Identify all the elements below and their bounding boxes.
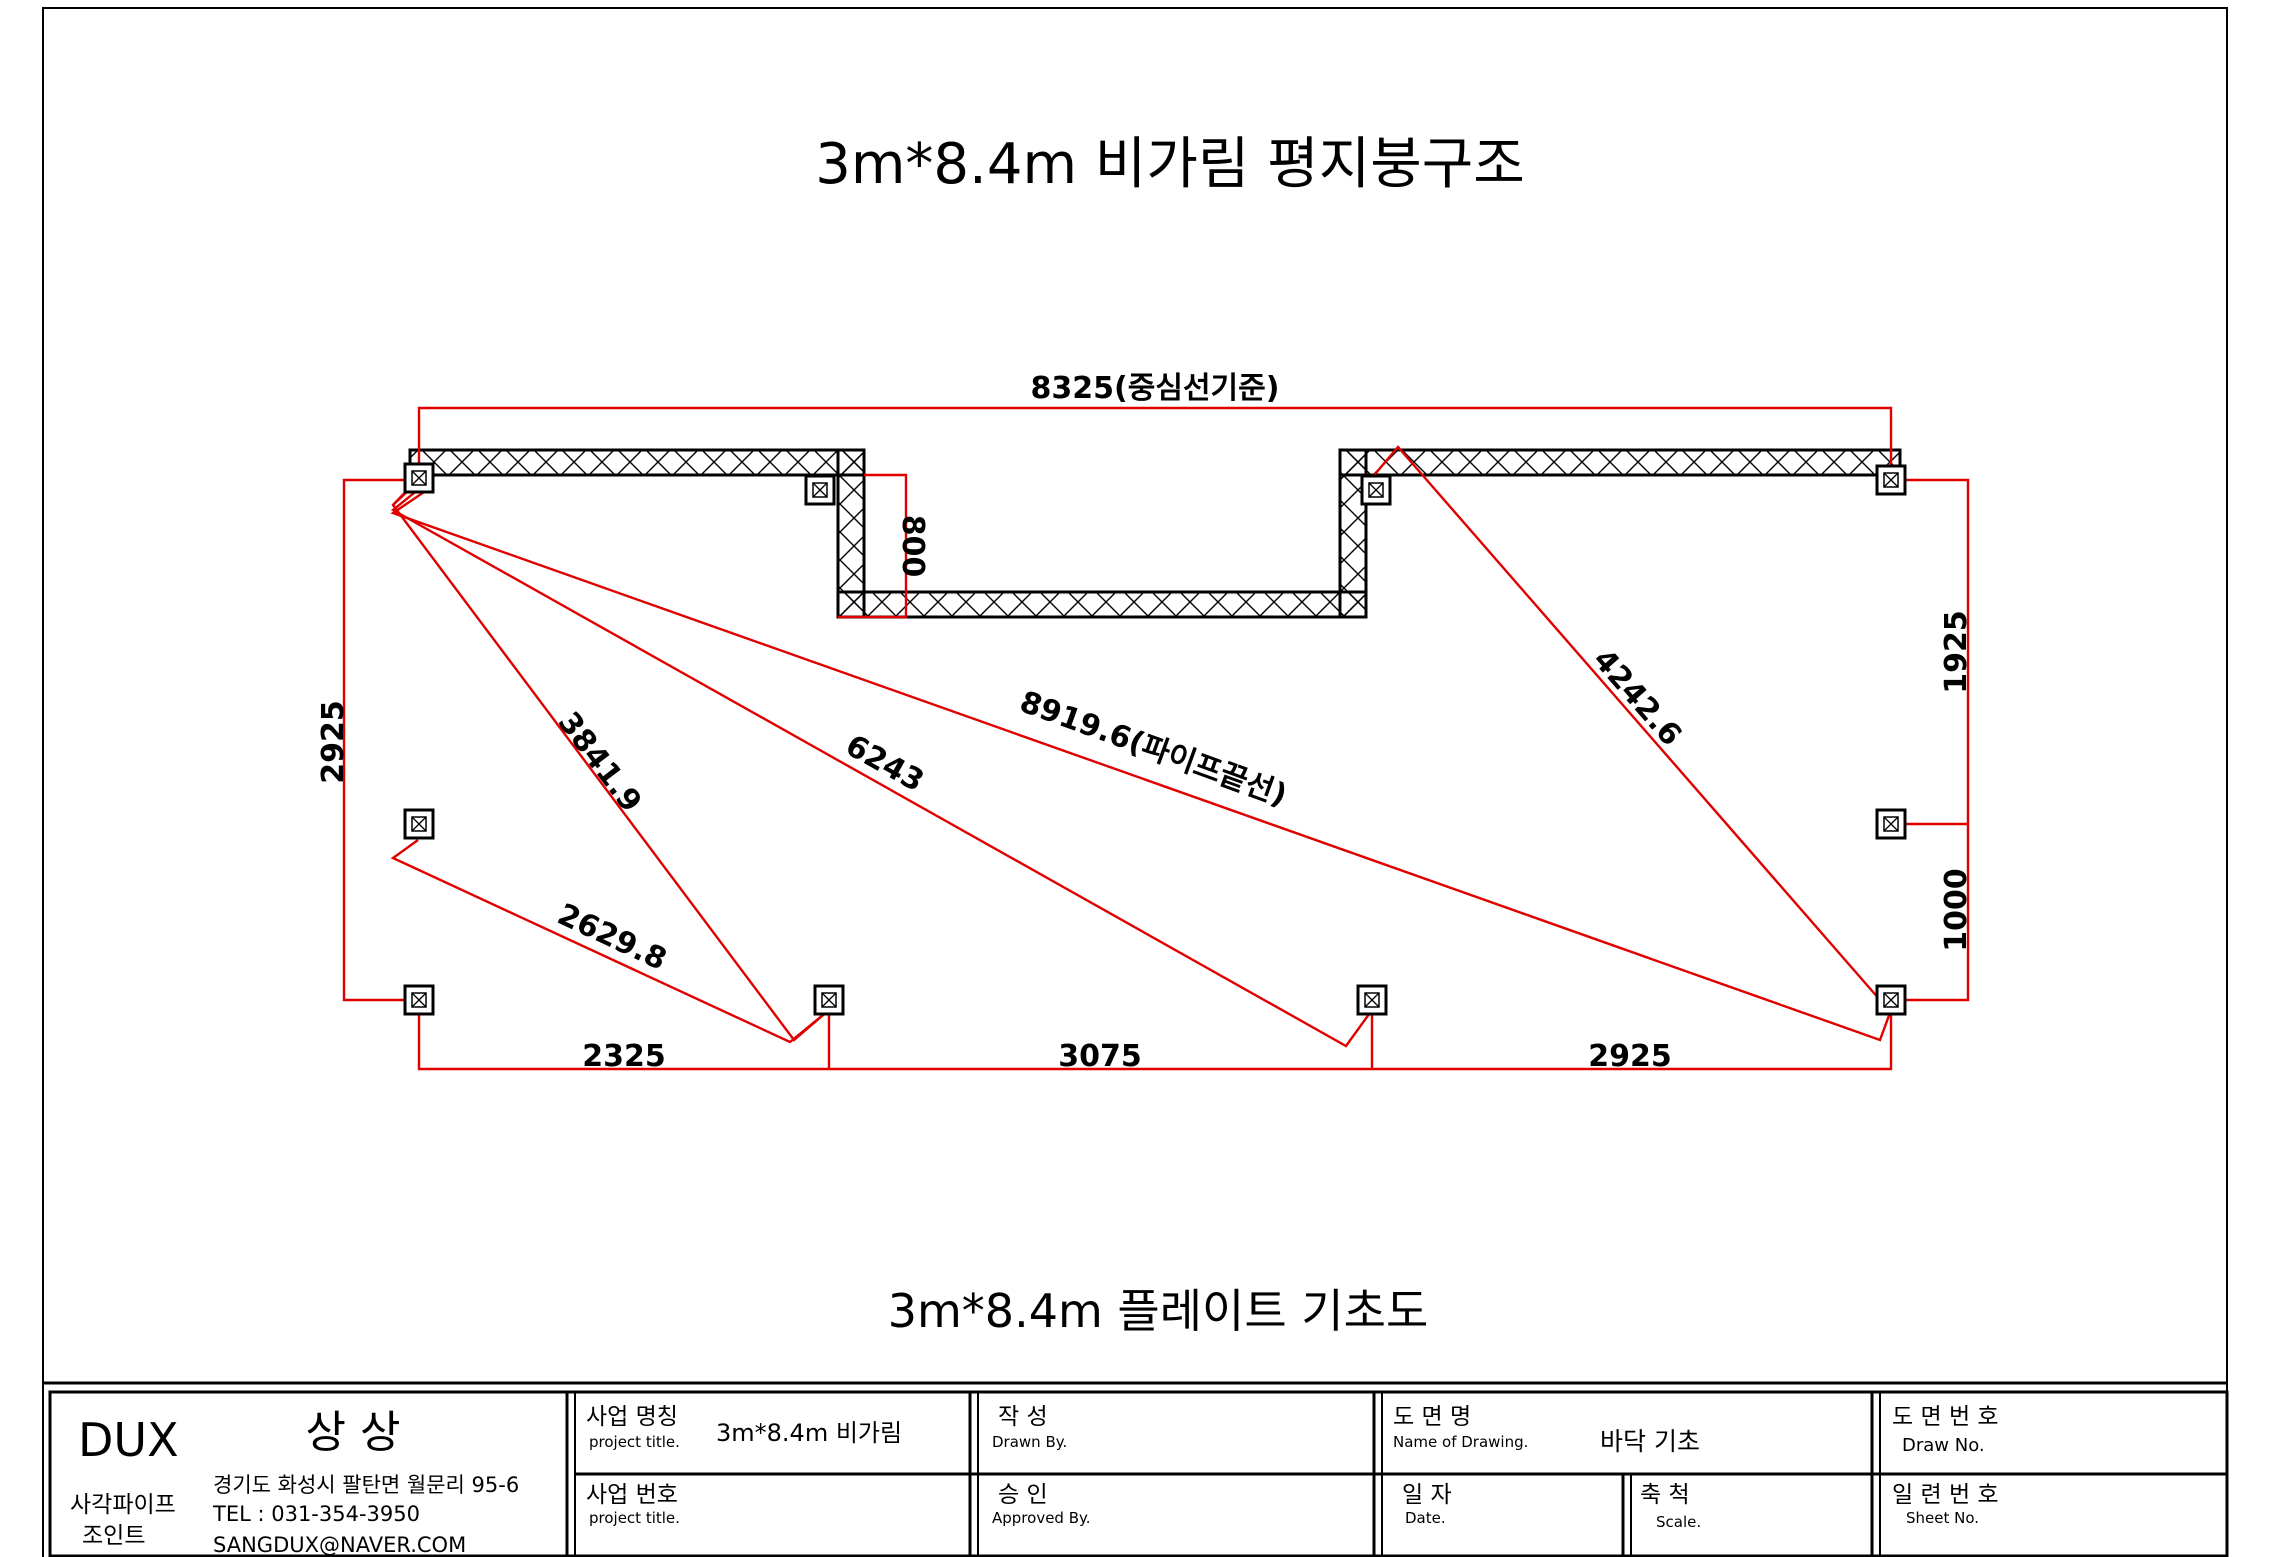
dim-right-upper: 1925 [1939, 610, 1974, 694]
sheet-no-label: 일 련 번 호 [1892, 1482, 1999, 1508]
plate-notch-right [1360, 474, 1392, 506]
draw-no-label: 도 면 번 호 [1892, 1404, 1999, 1430]
plate-mid-left [403, 808, 435, 840]
sheet-border [42, 7, 2228, 1557]
plate-bottom-1 [403, 984, 435, 1016]
drawing-name-label: 도 면 명 [1393, 1404, 1471, 1430]
plate-bottom-2 [813, 984, 845, 1016]
plate-bottom-3 [1356, 984, 1388, 1016]
plate-top-right [1875, 464, 1907, 496]
dim-diag-1: 3841.9 [551, 706, 649, 820]
date-sub: Date. [1405, 1509, 1446, 1527]
plate-bottom-4 [1875, 984, 1907, 1016]
plate-notch-left [804, 474, 836, 506]
date-label: 일 자 [1402, 1482, 1452, 1508]
dimension-lines [342, 406, 1970, 1071]
plate-top-left [403, 462, 435, 494]
company-type-line1: 사각파이프 [70, 1492, 176, 1518]
dim-bottom-2: 3075 [1058, 1039, 1142, 1074]
project-no-sub: project title. [589, 1509, 680, 1527]
dim-diag-2: 6243 [840, 728, 930, 799]
plate-mid-right [1875, 808, 1907, 840]
project-title-label: 사업 명칭 [586, 1404, 678, 1430]
drawn-by-label: 작 성 [998, 1404, 1048, 1430]
drawn-by-sub: Drawn By. [992, 1433, 1067, 1451]
sheet-no-sub: Sheet No. [1906, 1509, 1979, 1527]
company-tel: TEL : 031-354-3950 [212, 1502, 420, 1526]
scale-label: 축 척 [1640, 1482, 1690, 1508]
drawing-name-value: 바닥 기초 [1600, 1427, 1700, 1456]
company-brand: DUX [78, 1413, 179, 1467]
company-address: 경기도 화성시 팔탄면 월문리 95-6 [213, 1473, 519, 1497]
approved-by-sub: Approved By. [992, 1509, 1091, 1527]
company-name: 상 상 [306, 1407, 401, 1458]
company-type-line2: 조인트 [82, 1523, 145, 1549]
project-title-value: 3m*8.4m 비가림 [716, 1419, 902, 1447]
dim-diag-5: 2629.8 [552, 897, 672, 978]
title-block: DUX 상 상 사각파이프 조인트 경기도 화성시 팔탄면 월문리 95-6 T… [43, 1381, 2229, 1557]
dim-diag-4: 4242.6 [1586, 643, 1688, 753]
approved-by-label: 승 인 [998, 1482, 1048, 1508]
main-title: 3m*8.4m 비가림 평지붕구조 [815, 132, 1525, 197]
dim-bottom-1: 2325 [582, 1039, 666, 1074]
dim-bottom-3: 2925 [1588, 1039, 1672, 1074]
dim-left-height: 2925 [316, 700, 351, 784]
dim-top-overall: 8325(중심선기준) [1031, 371, 1280, 406]
dim-right-lower: 1000 [1939, 868, 1974, 952]
drawing-name-sub: Name of Drawing. [1393, 1433, 1528, 1451]
project-title-sub: project title. [589, 1433, 680, 1451]
project-no-label: 사업 번호 [586, 1482, 678, 1508]
scale-sub: Scale. [1656, 1513, 1701, 1531]
company-email: SANGDUX@NAVER.COM [213, 1533, 466, 1557]
sub-title: 3m*8.4m 플레이트 기초도 [888, 1284, 1429, 1338]
roof-structure-outline [408, 448, 1902, 619]
draw-no-sub: Draw No. [1902, 1435, 1985, 1456]
dim-notch-depth: 800 [895, 515, 930, 578]
